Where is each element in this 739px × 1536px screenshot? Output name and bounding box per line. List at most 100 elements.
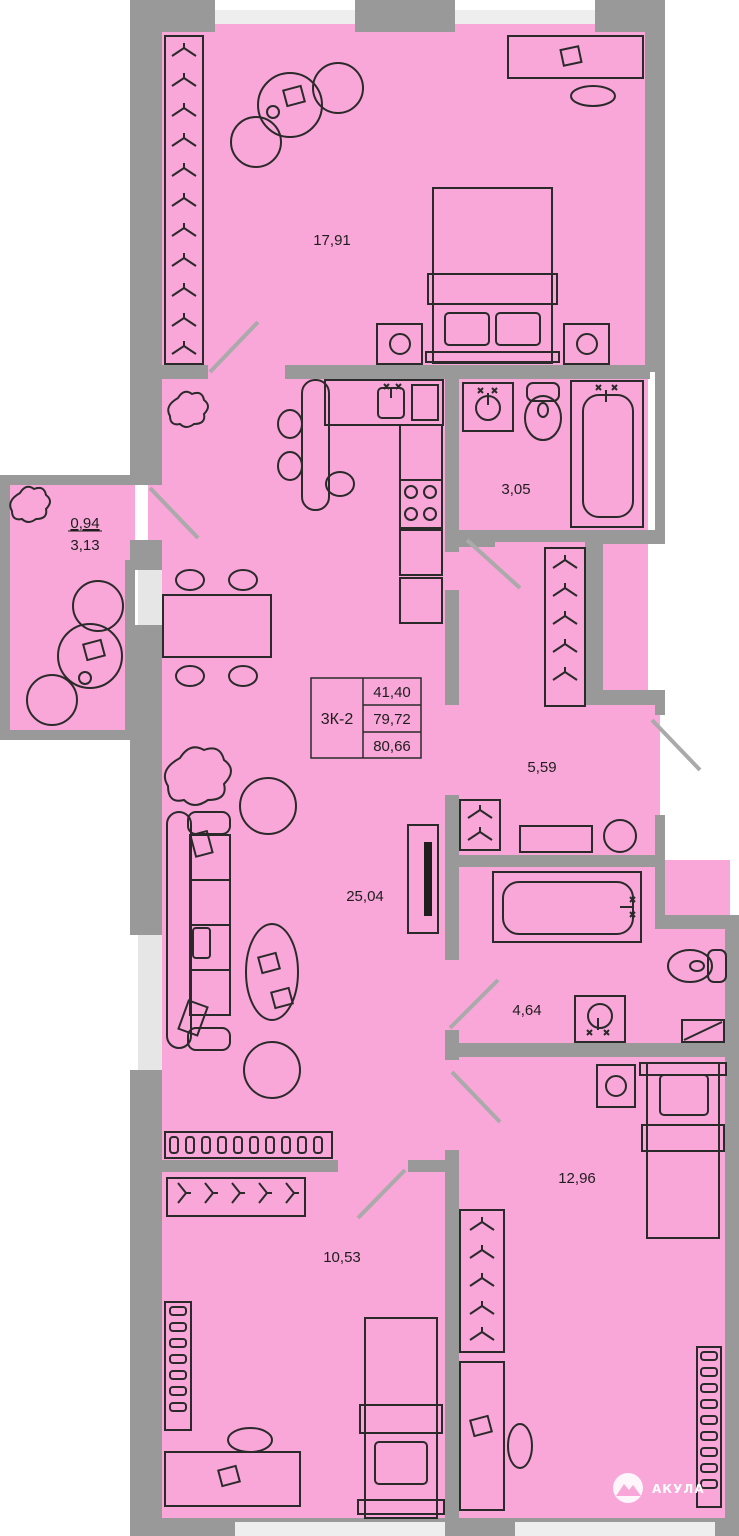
plant-icon [164,746,232,806]
mountain-logo-icon [613,1473,643,1503]
living-furniture [162,569,439,1159]
total-area-with-balcony: 80,66 [373,738,411,755]
bedroom-1-furniture [164,35,644,365]
bedroom-2-furniture [459,1062,727,1511]
wall [148,1160,338,1172]
wall [130,0,162,485]
wall [125,560,135,735]
double-bed [425,187,560,364]
pouf [603,819,637,853]
window [515,1522,715,1536]
bathtub-icon [570,380,644,528]
tv [424,842,432,916]
wall [130,540,162,570]
radiator [696,1346,722,1508]
balcony-floor [0,475,135,735]
wardrobe-4 [166,1177,306,1217]
hanger-icons [469,1217,495,1341]
kitchen-furniture [167,379,444,624]
bedroom2-floor [455,1048,730,1525]
wall [355,0,455,32]
tv-stand [407,824,439,934]
hanger-icons [171,43,197,355]
wall [0,475,10,740]
bath2-floor [455,860,730,1048]
wall [585,530,603,705]
nightstands [376,323,610,365]
window [138,935,162,1070]
wardrobe-2 [544,547,586,707]
bench [519,825,593,853]
window [138,570,162,625]
summary-box [310,677,422,759]
wall [455,530,655,542]
watermark-text: АКУЛА [652,1482,705,1496]
kitchen-island [301,379,330,511]
bathroom-2-furniture [492,871,727,1043]
door-swings [148,320,702,1220]
area-balcony: 0,94 [70,515,99,532]
wall [130,0,215,32]
wall [130,625,162,935]
hanger-icons [552,555,578,681]
toilet-icon [524,382,562,441]
window [215,10,355,24]
wall [0,475,135,485]
wall [655,860,665,920]
wall [655,915,739,929]
desk [459,1361,505,1511]
wall [445,795,459,860]
dining-table [162,594,272,658]
bathtub-icon [492,871,642,943]
area-bathroom-2: 4,64 [512,1002,541,1019]
bathroom-1-furniture [462,380,644,528]
area-living-kitchen: 25,04 [346,888,384,905]
radiator [164,1131,333,1159]
single-bed [639,1062,727,1239]
desk [164,1451,301,1507]
sofa [166,811,231,1051]
wall [445,590,459,705]
area-bedroom-1: 17,91 [313,232,351,249]
area-balcony-full: 3,13 [70,537,99,554]
sink-icon [462,382,514,432]
coffee-table-armchairs [230,62,364,168]
total-area: 79,72 [373,711,411,728]
wall [285,365,650,379]
stool [325,471,355,497]
wall [445,1150,459,1525]
radiator [164,1301,192,1431]
window [235,1522,445,1536]
area-bedroom-3: 10,53 [323,1249,361,1266]
sink-icon [574,995,626,1043]
wall [655,690,665,715]
hall-floor [590,700,660,855]
hanger-icons [177,1182,299,1204]
floor-fills [0,20,730,1525]
watermark: АКУЛА [613,1473,705,1503]
wardrobe-1 [164,35,204,365]
window [455,10,595,24]
wall [408,1160,453,1172]
room-labels: 17,91 0,94 3,13 3,05 5,59 25,04 4,64 12,… [68,232,596,1266]
apartment-type: 3К-2 [321,711,354,728]
desk [507,35,644,107]
living-area: 41,40 [373,684,411,701]
coffee-table [245,923,299,1021]
wall [645,0,665,372]
armchair [239,777,297,835]
apartment-summary: 3К-2 41,40 79,72 80,66 [310,677,422,759]
wardrobe-3 [459,1209,505,1353]
wall [0,730,135,740]
wall [445,860,459,960]
wall [445,855,655,867]
wall [148,365,208,379]
chair [507,1423,533,1469]
area-hallway: 5,59 [527,759,556,776]
area-bedroom-2: 12,96 [558,1170,596,1187]
toilet-icon [667,949,727,983]
wall [655,372,665,537]
balcony-furniture [9,485,124,726]
hallway-furniture [459,547,637,853]
